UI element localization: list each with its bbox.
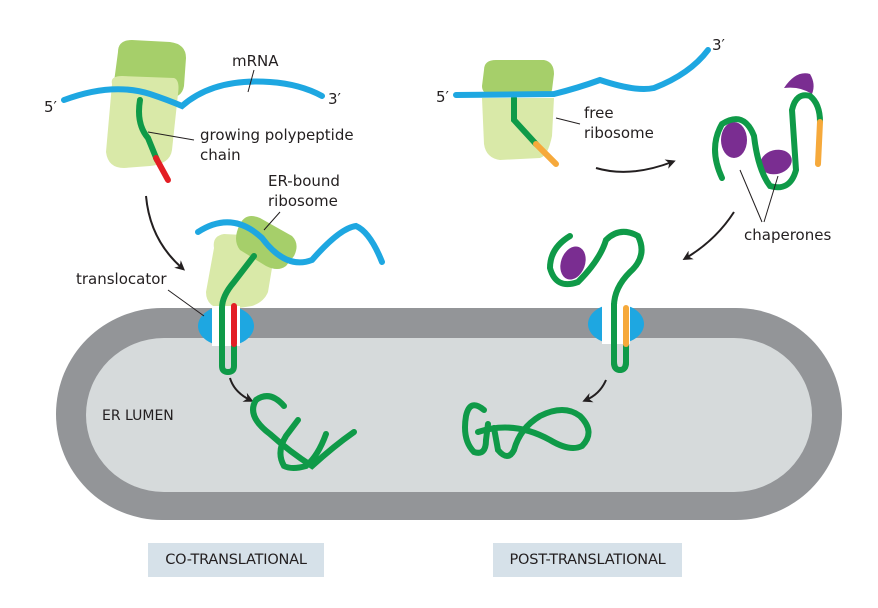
mrna-strand-bound <box>195 219 385 266</box>
chaperone-1 <box>721 122 747 158</box>
chaperones-leader-line-1 <box>739 169 763 223</box>
co-translational-caption: CO-TRANSLATIONAL <box>148 543 324 577</box>
free-ribosome-label-1: free <box>584 104 614 122</box>
chaperones-leader-line-2 <box>763 175 779 223</box>
folded-protein-right <box>462 402 592 459</box>
arrow-lumen-right <box>582 379 607 403</box>
free-ribosome <box>482 60 559 167</box>
folded-protein-left <box>250 393 357 471</box>
mrna-strand-left <box>61 78 325 110</box>
post-translational-caption: POST-TRANSLATIONAL <box>493 543 682 577</box>
arrow-to-chaperones <box>595 159 676 173</box>
five-prime-label-right: 5′ <box>436 88 450 106</box>
mrna-label: mRNA <box>232 52 279 70</box>
er-bound-label-1: ER-bound <box>268 172 340 190</box>
ribosome-large-subunit-free <box>482 60 554 96</box>
translocator-left <box>198 306 254 346</box>
translocating-polypeptide-left <box>219 253 257 376</box>
er-bound-label-2: ribosome <box>268 192 338 210</box>
chaperone-4 <box>560 246 586 280</box>
polypeptide-in-channel-right <box>611 301 629 374</box>
mrna-strand-right <box>453 47 711 98</box>
endoplasmic-reticulum <box>56 308 842 520</box>
signal-sequence-free <box>533 141 559 167</box>
polypeptide-free <box>511 95 539 147</box>
er-lumen <box>86 338 812 492</box>
mrna-leader-line <box>247 69 255 93</box>
five-prime-label-left: 5′ <box>44 98 58 116</box>
signal-sequence <box>153 155 171 183</box>
arrow-to-er-bound <box>145 195 186 271</box>
chaperone-bound-polypeptide <box>712 73 823 191</box>
three-prime-label-left: 3′ <box>328 90 342 108</box>
free-ribosome-label-2: ribosome <box>584 124 654 142</box>
chaperone-2 <box>760 149 792 175</box>
growing-chain-label-1: growing polypeptide <box>200 126 354 144</box>
three-prime-label-right: 3′ <box>712 36 726 54</box>
er-lumen-label: ER LUMEN <box>102 408 174 424</box>
arrow-to-translocator-right <box>682 211 735 261</box>
er-bound-leader-line <box>263 211 281 231</box>
free-ribosome-leader-line <box>555 117 581 125</box>
polypeptide-folding <box>712 92 823 191</box>
translocator-label: translocator <box>76 270 167 288</box>
chaperone-3 <box>784 73 814 94</box>
arrow-lumen-left <box>229 377 254 402</box>
growing-chain-label-2: chain <box>200 146 241 164</box>
chaperones-label: chaperones <box>744 226 831 244</box>
translocator-leader-line <box>167 289 205 317</box>
signal-sequence-chaperone <box>815 119 823 167</box>
growing-polypeptide <box>136 97 160 163</box>
growing-chain-leader-line <box>147 131 195 141</box>
co-translational-ribosome-top <box>106 40 186 183</box>
